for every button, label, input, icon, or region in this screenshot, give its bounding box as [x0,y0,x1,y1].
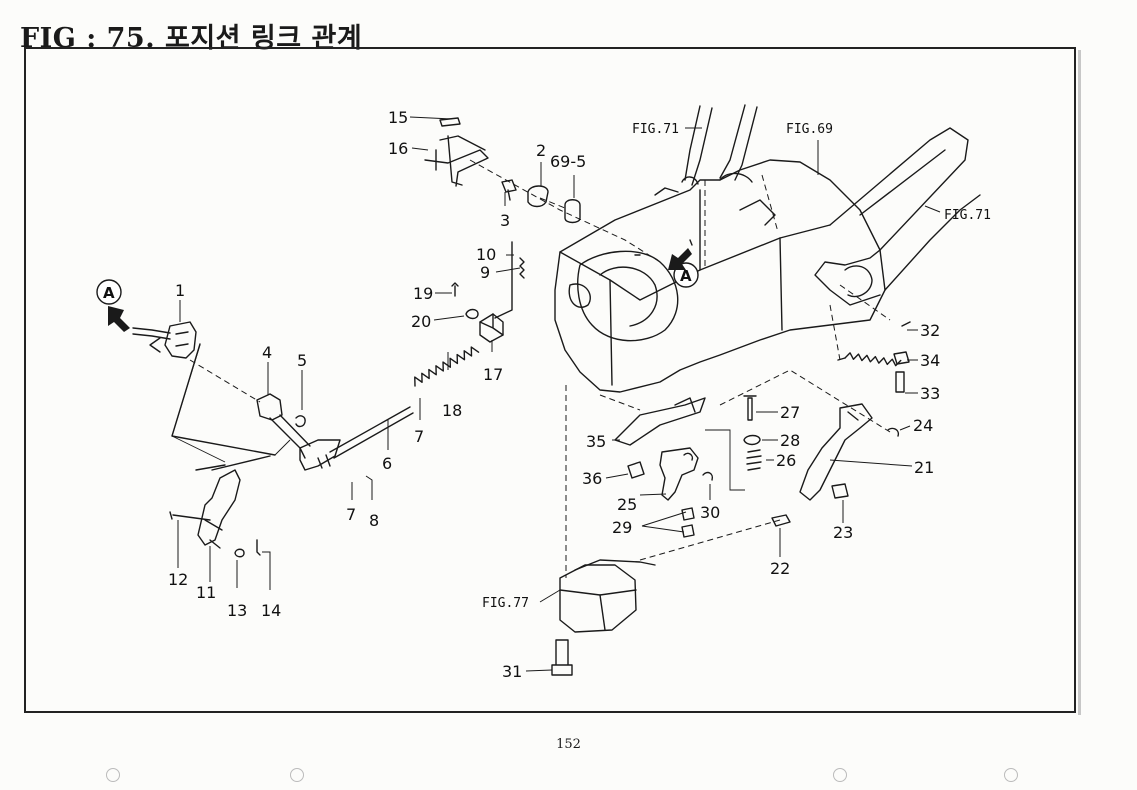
washer-20 [465,308,479,320]
callout-4: 4 [262,343,272,362]
callout-1: 1 [175,281,185,300]
callout-34: 34 [920,351,940,370]
nut-29b [681,524,695,538]
washer-13 [234,548,245,558]
callout-17: 17 [483,365,503,384]
pin-14 [256,539,261,556]
upper-pipes [681,104,758,186]
callout-36: 36 [582,469,602,488]
callout-29: 29 [612,518,632,537]
callout-23: 23 [833,523,853,542]
clip-30 [702,471,714,481]
bolt-33 [895,371,905,393]
callout-19: 19 [413,284,433,303]
bolt-12 [169,511,211,521]
ref-fig77: FIG.77 [482,596,529,611]
binder-hole [1004,768,1018,782]
bolt-31 [551,639,573,676]
figure-references: FIG.71 FIG.69 FIG.71 FIG.77 [482,122,991,611]
callout-35: 35 [586,432,606,451]
bolt-36 [627,461,645,479]
valve-fig77 [559,559,656,633]
callout-32: 32 [920,321,940,340]
callout-7-upper: 7 [414,427,424,446]
binder-hole [290,768,304,782]
washer-28 [743,434,761,446]
lever-16 [424,135,489,187]
spring-32 [837,321,911,367]
callout-6: 6 [382,454,392,473]
lever-25 [659,447,699,501]
callout-2: 2 [536,141,546,160]
callout-14: 14 [261,601,281,620]
lever-shaft-1 [132,321,197,359]
callout-15: 15 [388,108,408,127]
adjuster-17 [479,313,504,343]
view-marker-left-letter: A [103,284,115,302]
frame-shadow [1078,50,1081,715]
page-number: 152 [556,737,581,752]
callout-33: 33 [920,384,940,403]
callout-3: 3 [500,211,510,230]
view-marker-right [668,248,699,288]
callout-30: 30 [700,503,720,522]
lever-11 [197,469,241,549]
ref-fig69: FIG.69 [786,122,833,137]
callout-27: 27 [780,403,800,422]
spring-18 [414,346,480,387]
nut-23 [831,483,849,499]
callout-22: 22 [770,559,790,578]
clip-5 [295,415,306,428]
callout-28: 28 [780,431,800,450]
spring-9-10 [494,241,525,319]
callout-21: 21 [914,458,934,477]
callout-20: 20 [411,312,431,331]
callout-18: 18 [442,401,462,420]
callout-16: 16 [388,139,408,158]
bolt-27 [743,395,757,421]
diagram-frame [24,47,1076,713]
spring-26 [746,449,762,471]
callout-labels: 1 2 3 4 5 69-5 6 7 7 8 9 10 11 12 13 14 … [168,108,940,681]
callout-10: 10 [476,245,496,264]
callout-31: 31 [502,662,522,681]
callout-12: 12 [168,570,188,589]
bush-69-5 [564,199,581,224]
axle-housing [814,127,981,306]
bracket-35 [614,397,706,446]
bolt-3 [501,179,517,201]
clip-24 [887,427,900,437]
pin-19 [451,282,459,297]
lever-21 [799,403,873,501]
callout-5: 5 [297,351,307,370]
callout-26: 26 [776,451,796,470]
link-bracket-6 [299,439,341,471]
transmission-housing [554,159,886,393]
callout-7-lower: 7 [346,505,356,524]
binder-hole [833,768,847,782]
callout-24: 24 [913,416,933,435]
ref-fig71-right: FIG.71 [944,208,991,223]
view-marker-left [96,279,130,332]
rod-6 [329,406,414,459]
binder-hole [106,768,120,782]
nut-34 [893,351,910,365]
callout-11: 11 [196,583,216,602]
ref-fig71-top: FIG.71 [632,122,679,137]
callout-8: 8 [369,511,379,530]
callout-13: 13 [227,601,247,620]
callout-9: 9 [480,263,490,282]
bolt-22 [771,514,791,527]
link-rect [171,343,276,471]
view-marker-right-letter: A [680,267,692,285]
nut-29a [681,507,695,521]
callout-69-5: 69-5 [550,152,586,171]
plate-2 [527,185,549,208]
callout-25: 25 [617,495,637,514]
